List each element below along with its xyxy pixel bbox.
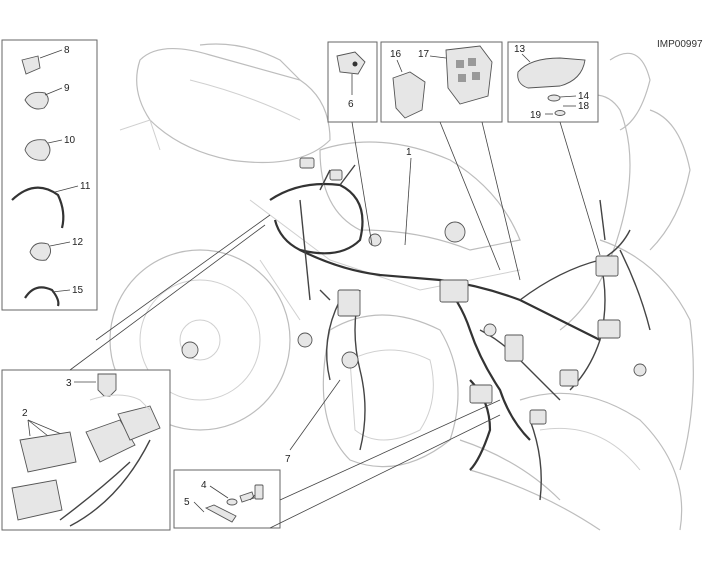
- label-6: 6: [348, 99, 354, 110]
- label-18: 18: [578, 101, 590, 112]
- label-13: 13: [514, 44, 526, 55]
- fuse-box-detail: 3 2: [1, 369, 171, 531]
- label-17: 17: [418, 49, 430, 60]
- main-harness: [181, 157, 651, 501]
- label-12: 12: [72, 237, 84, 248]
- label-1: 1: [406, 147, 412, 158]
- label-19: 19: [530, 110, 542, 121]
- part-6-box: 6: [327, 41, 378, 123]
- label-10: 10: [64, 135, 76, 146]
- label-16: 16: [390, 49, 402, 60]
- motorcycle-outline: [109, 43, 694, 531]
- screws-box: 4 5: [173, 469, 281, 529]
- label-14: 14: [578, 91, 590, 102]
- label-7: 7: [285, 454, 291, 465]
- label-5: 5: [184, 497, 190, 508]
- label-11: 11: [80, 181, 91, 192]
- label-9: 9: [64, 83, 70, 94]
- parts-13-19-box: 13 14 18 19: [507, 41, 599, 123]
- parts-16-17-box: 16 17: [380, 41, 503, 123]
- label-4: 4: [201, 480, 207, 491]
- label-3: 3: [66, 378, 72, 389]
- diagram-code: IMP00997: [657, 39, 703, 50]
- label-15: 15: [72, 285, 84, 296]
- label-2: 2: [22, 408, 28, 419]
- clips-box: 8 9 10 11 12 15: [1, 39, 98, 311]
- label-8: 8: [64, 45, 70, 56]
- leader-lines: [69, 121, 601, 529]
